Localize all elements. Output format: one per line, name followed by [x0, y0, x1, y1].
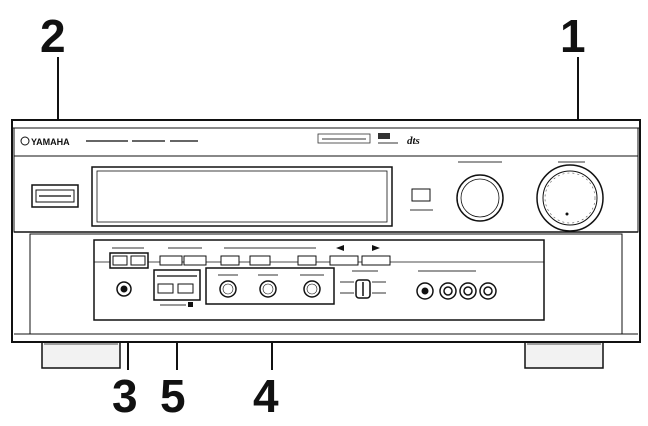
panel-button-6[interactable] [329, 255, 359, 266]
callout-5: 5 [160, 370, 186, 422]
audio-left-jack[interactable] [459, 282, 477, 300]
display-window [91, 166, 393, 227]
audio-right-jack[interactable] [479, 282, 497, 300]
callout-3: 3 [112, 370, 138, 422]
top-strip [13, 127, 639, 157]
volume-knob[interactable] [536, 164, 604, 232]
brand-name: YAMAHA [31, 137, 70, 147]
logo-badge-2 [378, 133, 390, 139]
panel-button-4[interactable] [249, 255, 271, 266]
balance-knob[interactable] [303, 280, 321, 298]
arrow-right-icon [372, 245, 380, 251]
volume-indicator [565, 212, 569, 216]
callout-4: 4 [253, 370, 279, 422]
tone-knobs [219, 280, 321, 298]
tone-button-2[interactable] [177, 283, 194, 294]
bass-knob[interactable] [219, 280, 237, 298]
tuning-fork-logo-icon [20, 136, 30, 146]
treble-knob[interactable] [259, 280, 277, 298]
speakers-a-button[interactable] [112, 255, 128, 266]
input-mode-button[interactable] [411, 188, 431, 202]
callout-1: 1 [560, 10, 586, 62]
speakers-b-button[interactable] [130, 255, 146, 266]
panel-button-3[interactable] [220, 255, 240, 266]
panel-button-7[interactable] [361, 255, 391, 266]
panel-button-2[interactable] [183, 255, 207, 266]
logo-badge-1 [317, 133, 371, 144]
panel-button-5[interactable] [297, 255, 317, 266]
callout-2: 2 [40, 10, 66, 62]
input-selector-knob[interactable] [456, 174, 504, 222]
arrow-left-icon [336, 245, 344, 251]
dts-logo: dts [407, 135, 420, 147]
video-jack[interactable] [439, 282, 457, 300]
button-row [159, 255, 391, 266]
panel-button-1[interactable] [159, 255, 183, 266]
tone-button-1[interactable] [157, 283, 174, 294]
selector-labels [340, 270, 386, 294]
yamaha-logo: YAMAHA [20, 136, 70, 147]
